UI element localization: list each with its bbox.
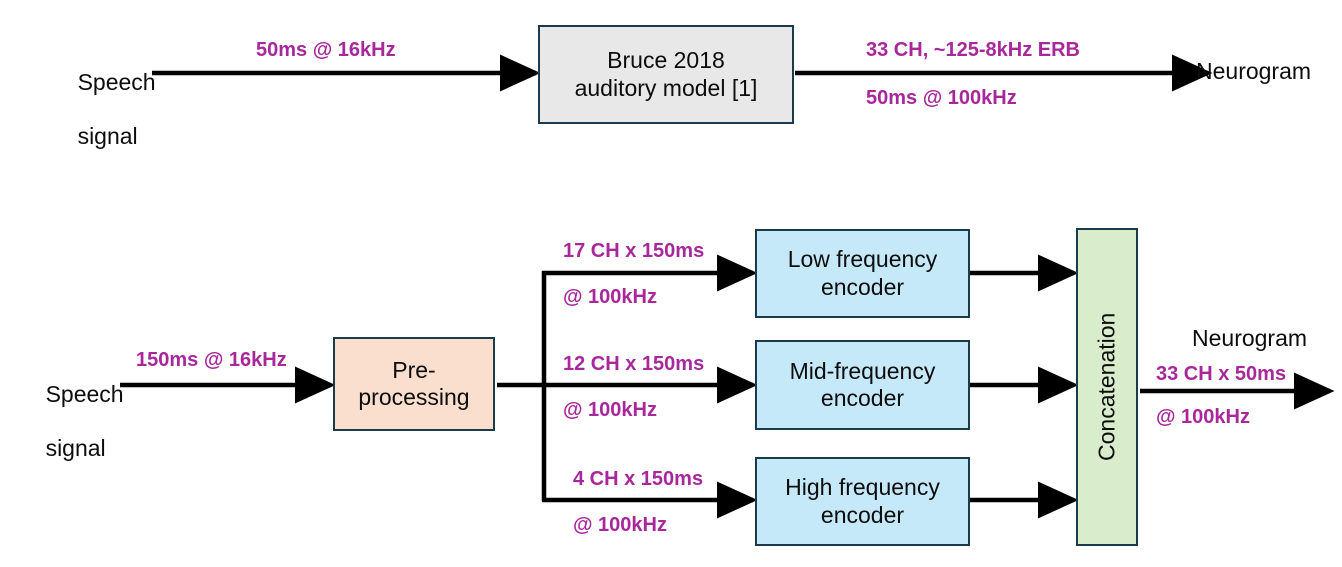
branch-mid-edge-label-line2: @ 100kHz [563,399,657,421]
bottom-output-edge-label-line2: @ 100kHz [1156,406,1250,428]
top-output-label: Neurogram [1196,58,1312,84]
high-frequency-encoder-block[interactable]: High frequency encoder [755,457,970,546]
top-input-label: Speech signal [52,42,156,178]
bottom-input-edge-label: 150ms @ 16kHz [136,349,287,371]
branch-low-edge-label-line1: 17 CH x 150ms [563,240,705,262]
bruce-auditory-model-block[interactable]: Bruce 2018 auditory model [1] [538,25,794,124]
low-encoder-line1: Low frequency [787,246,938,273]
top-input-label-line2: signal [77,123,138,150]
bottom-input-label-line1: Speech [45,381,124,408]
bottom-output-label: Neurogram [1192,325,1308,351]
preprocessing-line2: processing [358,384,470,410]
bruce-block-line2: auditory model [1] [574,74,758,101]
mid-frequency-encoder-block[interactable]: Mid-frequency encoder [755,340,970,430]
high-encoder-line1: High frequency [785,474,940,501]
preprocessing-line1: Pre- [392,356,436,383]
top-output-edge-label-line2: 50ms @ 100kHz [866,87,1017,109]
top-output-edge-label-line1: 33 CH, ~125-8kHz ERB [866,39,1080,61]
concatenation-label: Concatenation [1093,312,1120,462]
mid-encoder-line1: Mid-frequency [789,357,936,384]
mid-encoder-line2: encoder [820,385,905,411]
preprocessing-block[interactable]: Pre- processing [333,337,495,431]
branch-mid-edge-label-line1: 12 CH x 150ms [563,353,705,375]
branch-high-edge-label-line2: @ 100kHz [573,514,667,536]
high-encoder-line2: encoder [820,501,905,528]
bottom-input-label: Speech signal [20,354,124,490]
top-input-label-line1: Speech [77,69,156,96]
low-encoder-line2: encoder [820,273,905,300]
branch-high-edge-label-line1: 4 CH x 150ms [573,468,704,490]
bruce-block-line1: Bruce 2018 [607,47,725,74]
bottom-input-label-line2: signal [45,435,106,462]
concatenation-block[interactable]: Concatenation [1076,228,1138,546]
bottom-output-edge-label-line1: 33 CH x 50ms [1156,363,1287,385]
branch-low-edge-label-line2: @ 100kHz [563,286,657,308]
low-frequency-encoder-block[interactable]: Low frequency encoder [755,229,970,318]
top-input-edge-label: 50ms @ 16kHz [256,39,396,61]
